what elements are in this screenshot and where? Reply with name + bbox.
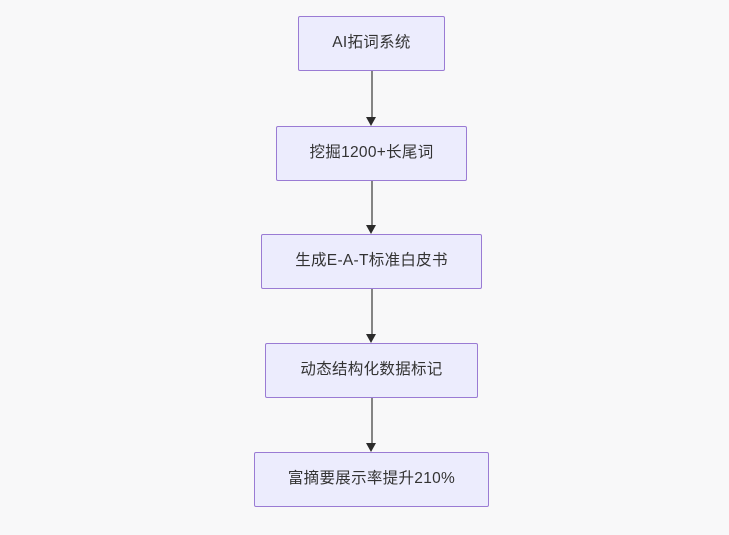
flowchart-node-label: AI拓词系统 [332,34,411,52]
flowchart-node-dynamic-structured-data-markup[interactable]: 动态结构化数据标记 [265,343,478,398]
connector-line-4 [371,398,373,443]
connector-arrowhead-2 [366,225,376,234]
flowchart-node-label: 生成E-A-T标准白皮书 [295,252,448,270]
flowchart-node-label: 动态结构化数据标记 [300,361,443,379]
flowchart-node-label: 富摘要展示率提升210% [287,470,456,488]
connector-line-1 [371,71,373,117]
flowchart-node-rich-snippet-impression-lift[interactable]: 富摘要展示率提升210% [254,452,489,507]
connector-arrowhead-1 [366,117,376,126]
connector-arrowhead-3 [366,334,376,343]
connector-line-2 [371,181,373,225]
flowchart-node-label: 挖掘1200+长尾词 [309,144,434,162]
connector-line-3 [371,289,373,334]
flowchart-node-generate-eat-whitepaper[interactable]: 生成E-A-T标准白皮书 [261,234,482,289]
flowchart-node-mine-longtail-keywords[interactable]: 挖掘1200+长尾词 [276,126,467,181]
connector-arrowhead-4 [366,443,376,452]
flowchart-node-ai-keyword-system[interactable]: AI拓词系统 [298,16,445,71]
